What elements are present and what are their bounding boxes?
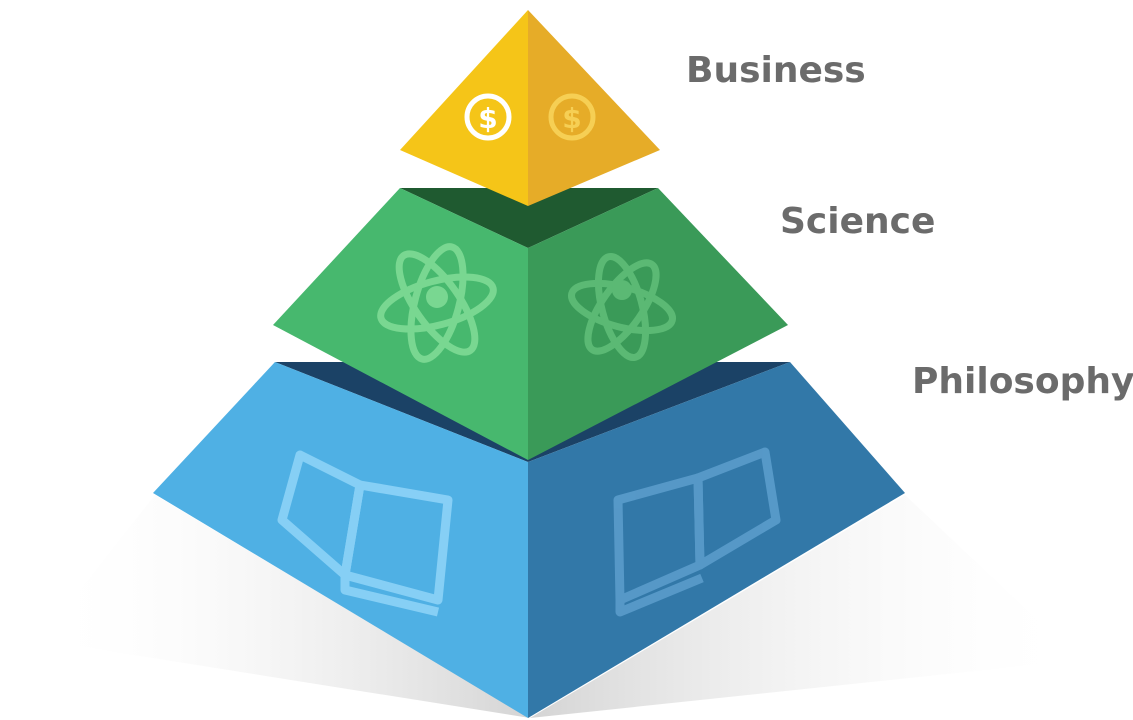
business-right-face [528, 10, 660, 206]
label-philosophy: Philosophy [912, 361, 1133, 402]
label-business: Business [686, 50, 866, 91]
dollar-coin-icon: $ [464, 93, 512, 141]
atom-icon [568, 253, 676, 361]
tier-business: $ $ [400, 10, 660, 206]
science-right-face [528, 188, 788, 460]
philosophy-left-face [153, 362, 528, 718]
philosophy-right-face [528, 362, 905, 718]
dollar-coin-icon: $ [548, 93, 596, 141]
science-top-face [400, 188, 658, 248]
tier-science [273, 188, 788, 460]
science-left-face [273, 188, 528, 460]
atom-icon [377, 243, 497, 363]
svg-text:$: $ [562, 102, 581, 135]
svg-text:$: $ [478, 102, 497, 135]
ground-shadow [40, 495, 1080, 718]
open-book-icon [613, 447, 781, 617]
open-book-icon [277, 450, 453, 617]
business-left-face [400, 10, 528, 206]
label-science: Science [780, 201, 936, 242]
